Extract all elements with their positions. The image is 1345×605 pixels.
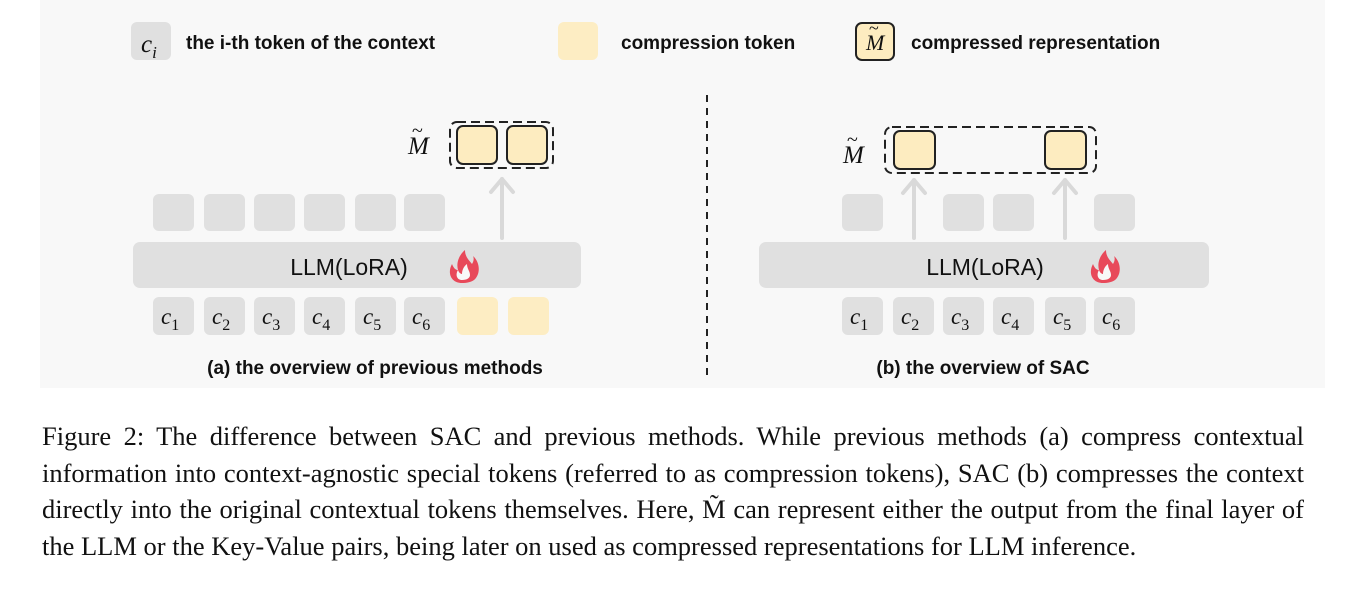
context-token (355, 297, 396, 335)
panel-a-caption: (a) the overview of previous methods (207, 358, 543, 379)
figure-caption: Figure 2: The difference between SAC and… (42, 421, 1304, 561)
context-token (153, 297, 194, 335)
legend-compressed-swatch (855, 22, 895, 61)
legend-context-token-swatch (131, 22, 171, 60)
hidden-state-block (1094, 194, 1135, 231)
context-token-label: c4 (312, 304, 330, 334)
hidden-state-block (993, 194, 1034, 231)
context-token (304, 297, 345, 335)
compression-token (457, 297, 498, 335)
diagram: ci the i-th token of the context compres… (131, 18, 1209, 379)
context-token-label: c3 (262, 304, 280, 334)
panel-b-llm-label: LLM(LoRA) (926, 254, 1044, 280)
fire-icon (1090, 250, 1120, 283)
context-token (943, 297, 984, 335)
context-token (993, 297, 1034, 335)
panel-a-output-symbol: M (407, 133, 430, 160)
context-token-label: c2 (212, 304, 230, 334)
context-token-label: c5 (363, 304, 381, 334)
context-token-label: c6 (1102, 304, 1120, 334)
panel-a-llm-label: LLM(LoRA) (290, 254, 408, 280)
hidden-state-block (404, 194, 445, 231)
panel-a-input-tokens: c1 c2 c3 c4 c5 c6 (153, 297, 549, 335)
context-token-label: c1 (850, 304, 868, 334)
context-token (893, 297, 934, 335)
context-token (842, 297, 883, 335)
hidden-state-block (254, 194, 295, 231)
panel-b: M ~ LLM(LoRA) (759, 126, 1209, 379)
legend-context-token-symbol: ci (141, 31, 157, 62)
hidden-state-block (943, 194, 984, 231)
context-token (254, 297, 295, 335)
legend-compression-token-swatch (558, 22, 598, 60)
panel-a-up-arrow (489, 177, 515, 240)
context-token (404, 297, 445, 335)
hidden-state-block (842, 194, 883, 231)
context-token-label: c5 (1053, 304, 1071, 334)
panel-a-output-group (449, 121, 554, 169)
context-token (204, 297, 245, 335)
context-token-label: c6 (412, 304, 430, 334)
legend-compressed-symbol: M (865, 30, 886, 55)
panel-b-output-symbol: M (842, 142, 865, 169)
legend-compressed-tilde: ~ (869, 18, 879, 38)
panel-a-hidden-states (153, 194, 445, 231)
legend-compression-token-label: compression token (621, 33, 795, 54)
panel-b-up-arrow (901, 178, 927, 240)
legend-context-token-label: the i-th token of the context (186, 33, 436, 54)
panel-a-compressed-token (456, 125, 498, 165)
fire-icon (449, 250, 479, 283)
context-token-label: c3 (951, 304, 969, 334)
panel-b-output-group (884, 126, 1097, 174)
panel-b-up-arrow (1052, 178, 1078, 240)
panel-a: M ~ LLM(LoRA) (133, 120, 581, 379)
hidden-state-block (204, 194, 245, 231)
panel-b-hidden-states (842, 194, 1135, 231)
context-token (1045, 297, 1086, 335)
panel-b-compressed-token (1044, 130, 1087, 170)
hidden-state-block (304, 194, 345, 231)
context-token-label: c2 (901, 304, 919, 334)
panel-b-compressed-token (893, 130, 936, 170)
legend-compressed-label: compressed representation (911, 33, 1160, 54)
panel-b-caption: (b) the overview of SAC (876, 358, 1090, 379)
panel-b-input-tokens: c1 c2 c3 c4 c5 c6 (842, 297, 1135, 335)
panel-b-output-tilde: ~ (847, 129, 858, 151)
context-token-label: c4 (1001, 304, 1019, 334)
context-token-label: c1 (161, 304, 179, 334)
compression-token (508, 297, 549, 335)
panel-a-compressed-token (506, 125, 548, 165)
panel-a-output-tilde: ~ (412, 120, 423, 142)
legend: ci the i-th token of the context compres… (131, 18, 1160, 62)
hidden-state-block (355, 194, 396, 231)
context-token (1094, 297, 1135, 335)
hidden-state-block (153, 194, 194, 231)
